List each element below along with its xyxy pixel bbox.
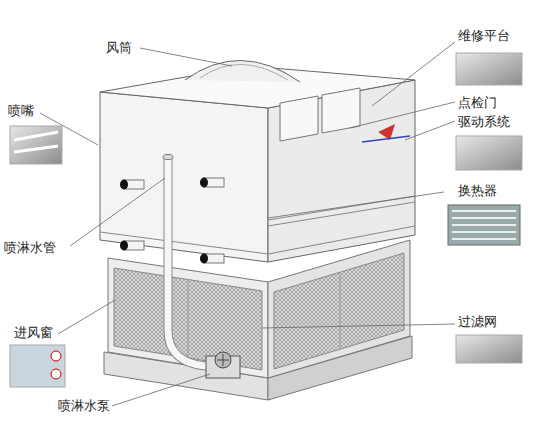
photo-inset <box>10 345 65 387</box>
photo-inset <box>10 126 62 164</box>
rim-line <box>268 202 415 226</box>
upper-right-face <box>268 80 415 262</box>
inspection-door <box>322 88 360 133</box>
part-label: 驱动系统 <box>458 114 510 129</box>
part-label: 风筒 <box>106 40 132 55</box>
mesh-divider <box>340 272 341 349</box>
fan-stack <box>185 60 300 82</box>
photo-inset <box>51 369 61 379</box>
part-label: 维修平台 <box>458 28 510 43</box>
part-label: 喷淋水管 <box>4 240 56 255</box>
pipe-stub <box>120 178 224 264</box>
part-label: 进风窗 <box>14 325 53 340</box>
leader-line <box>40 42 455 406</box>
part-label: 喷嘴 <box>8 103 34 118</box>
photo-inset <box>51 351 61 361</box>
photo-inset <box>456 335 522 363</box>
photo-inset <box>448 205 520 245</box>
part-label: 喷淋水泵 <box>58 398 110 413</box>
air-inlet-mesh <box>114 268 262 370</box>
fan-stack <box>200 64 288 80</box>
upper-left-face <box>100 92 268 262</box>
spray-pump <box>206 352 240 378</box>
photo-inset <box>456 136 522 170</box>
rim-line <box>100 232 268 254</box>
mesh-divider <box>188 279 189 358</box>
part-label: 换热器 <box>458 183 497 198</box>
logo-mark <box>362 136 410 142</box>
rim-line <box>268 226 415 254</box>
inspection-door <box>280 96 318 141</box>
photo-inset <box>456 53 522 85</box>
lower-right-face <box>268 240 410 378</box>
photo-inset <box>14 132 58 152</box>
pipe-end <box>163 155 173 160</box>
air-inlet-mesh <box>274 253 404 369</box>
part-label: 过滤网 <box>458 314 497 329</box>
part-label: 点检门 <box>458 95 497 110</box>
